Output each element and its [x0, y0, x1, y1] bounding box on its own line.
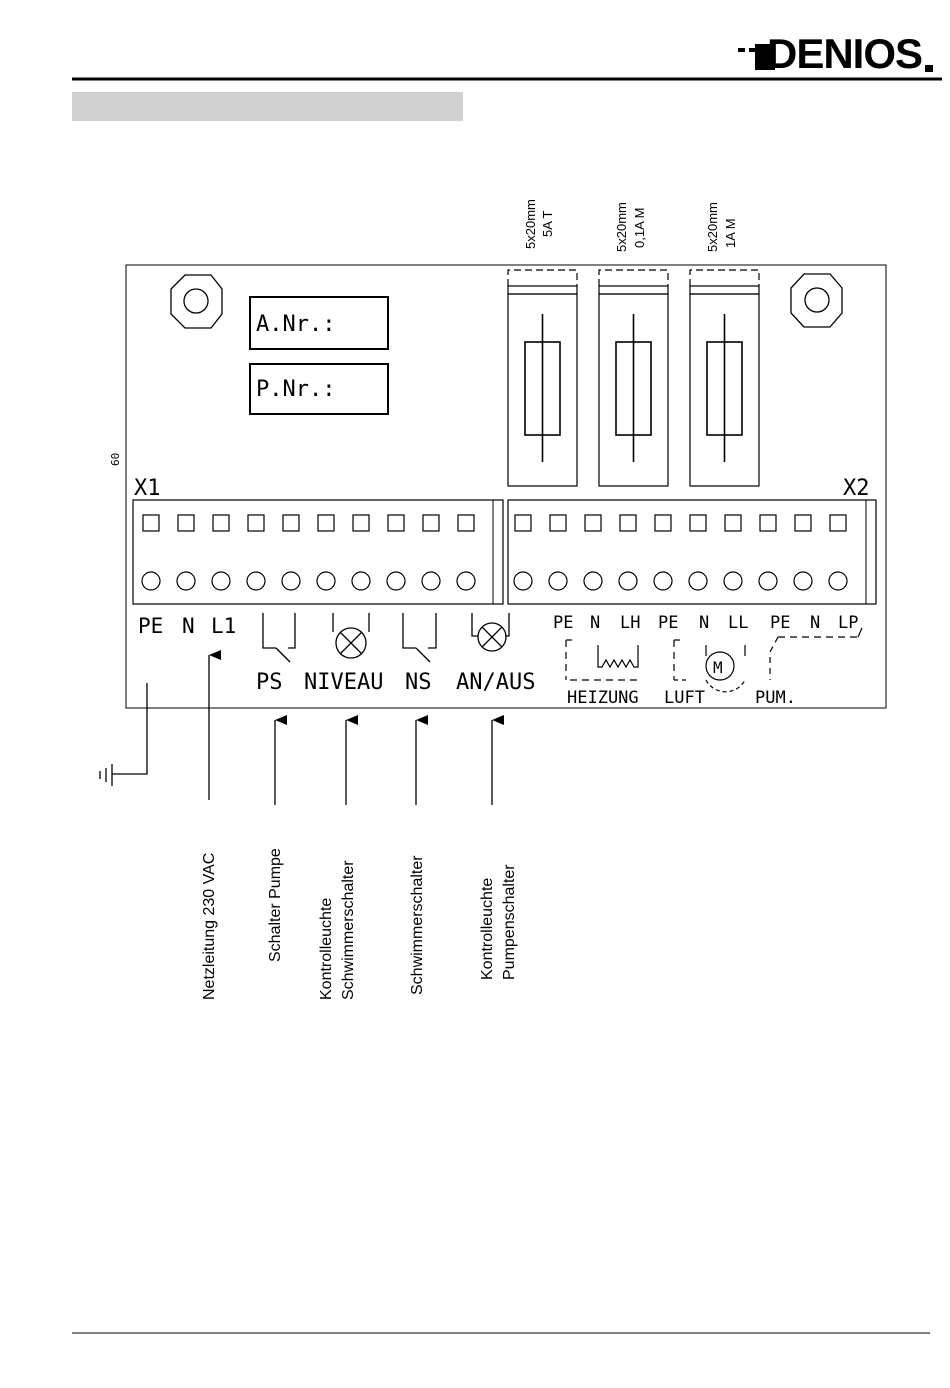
label-ns: NS	[405, 670, 432, 695]
fuse-holder-1	[508, 270, 577, 486]
label-heizung: HEIZUNG	[567, 688, 639, 708]
x2-terminal-screw-2	[550, 515, 566, 531]
lamp-an-aus-symbol	[472, 613, 509, 651]
label-x2-4: PE	[658, 613, 678, 633]
x2-terminal-wire-entry-1	[514, 572, 532, 590]
fuse-1-size: 5x20mm	[523, 199, 538, 249]
callout-kontrolleuchte-2: Kontrolleuchte	[479, 878, 496, 980]
x1-terminal-screw-5	[283, 515, 299, 531]
fuse-2-size: 5x20mm	[614, 202, 629, 252]
x1-terminal-screw-4	[248, 515, 264, 531]
x1-terminal-screw-10	[458, 515, 474, 531]
fuse-3-size: 5x20mm	[705, 202, 720, 252]
callout-schwimmerschalter-1: Schwimmerschalter	[340, 860, 357, 1000]
x2-terminal-screw-5	[655, 515, 671, 531]
label-an-aus: AN/AUS	[456, 670, 535, 695]
x2-terminal-wire-entry-3	[584, 572, 602, 590]
x2-terminal-screw-7	[725, 515, 741, 531]
label-x1-n: N	[182, 614, 195, 638]
mounting-hole-left	[171, 275, 222, 328]
x2-terminal-screw-1	[515, 515, 531, 531]
x1-terminal-wire-entry-7	[352, 572, 370, 590]
label-ps: PS	[256, 670, 283, 695]
switch-ns-symbol	[403, 613, 436, 662]
x1-terminal-screw-8	[388, 515, 404, 531]
x1-terminal-screw-6	[318, 515, 334, 531]
fan-group	[674, 640, 745, 692]
x2-terminal-screw-9	[795, 515, 811, 531]
label-x2-9: LP	[838, 613, 858, 633]
label-x1-pe: PE	[138, 614, 163, 638]
label-x2-6: LL	[728, 613, 748, 633]
fuse-2-rating: 0,1A M	[632, 208, 647, 248]
x1-terminal-screw-9	[423, 515, 439, 531]
fuse-holders	[508, 270, 759, 486]
x2-terminal-wire-entry-2	[549, 572, 567, 590]
label-x2-1: PE	[553, 613, 573, 633]
x2-terminal-screw-3	[585, 515, 601, 531]
label-x2-5: N	[699, 613, 709, 633]
heater-group	[566, 640, 642, 680]
x1-terminal-wire-entry-8	[387, 572, 405, 590]
callout-netzleitung: Netzleitung 230 VAC	[201, 853, 218, 1000]
x1-terminal-screw-1	[143, 515, 159, 531]
board-side-mark: 60	[109, 453, 122, 466]
mounting-hole-right	[791, 274, 842, 327]
terminal-x1-label: X1	[134, 476, 161, 501]
x1-terminal-wire-entry-2	[177, 572, 195, 590]
motor-symbol: M	[713, 658, 723, 677]
callout-schalter-pumpe: Schalter Pumpe	[267, 848, 284, 962]
fuse-labels: 5x20mm 5A T 5x20mm 0,1A M 5x20mm 1A M	[523, 199, 738, 252]
label-luft: LUFT	[664, 688, 705, 708]
switch-ps-symbol	[263, 613, 295, 662]
part-number-label: P.Nr.:	[256, 377, 335, 402]
label-x2-7: PE	[770, 613, 790, 633]
x1-terminal-wire-entry-3	[212, 572, 230, 590]
heater-resistor-icon	[598, 645, 638, 667]
label-niveau: NIVEAU	[304, 670, 383, 695]
x2-terminal-wire-entry-7	[724, 572, 742, 590]
x1-terminal-wire-entry-1	[142, 572, 160, 590]
callout-schwimmerschalter: Schwimmerschalter	[409, 855, 426, 995]
order-number-label: A.Nr.:	[256, 312, 335, 337]
fuse-3-rating: 1A M	[723, 218, 738, 248]
x2-terminal-wire-entry-4	[619, 572, 637, 590]
x2-terminal-wire-entry-9	[794, 572, 812, 590]
x2-terminal-screw-10	[830, 515, 846, 531]
x2-terminal-wire-entry-8	[759, 572, 777, 590]
x2-terminal-screw-4	[620, 515, 636, 531]
pump-group	[770, 628, 862, 680]
callout-kontrolleuchte-1: Kontrolleuchte	[318, 898, 335, 1000]
x2-terminal-screw-8	[760, 515, 776, 531]
x2-terminal-wire-entry-10	[829, 572, 847, 590]
fuse-holder-2	[599, 270, 668, 486]
denios-logo: DENIOS	[738, 30, 933, 77]
x1-terminal-screw-2	[178, 515, 194, 531]
fuse-holder-3	[690, 270, 759, 486]
circuit-board	[126, 265, 886, 708]
terminal-x2-label: X2	[843, 476, 870, 501]
lamp-niveau-symbol	[333, 613, 369, 658]
x2-terminal-screw-6	[690, 515, 706, 531]
label-x2-3: LH	[620, 613, 640, 633]
x1-terminal-screw-7	[353, 515, 369, 531]
x1-terminal-wire-entry-9	[422, 572, 440, 590]
x1-terminal-screw-3	[213, 515, 229, 531]
x1-terminal-wire-entry-10	[457, 572, 475, 590]
x1-terminal-wire-entry-4	[247, 572, 265, 590]
callout-pumpenschalter: Pumpenschalter	[501, 864, 518, 980]
label-pum: PUM.	[755, 688, 796, 708]
x1-terminal-wire-entry-5	[282, 572, 300, 590]
x2-terminal-wire-entry-5	[654, 572, 672, 590]
logo-text: DENIOS	[767, 30, 922, 77]
x1-terminal-wire-entry-6	[317, 572, 335, 590]
x2-terminal-wire-entry-6	[689, 572, 707, 590]
label-x2-8: N	[810, 613, 820, 633]
fuse-1-rating: 5A T	[540, 210, 555, 237]
label-x2-2: N	[590, 613, 600, 633]
label-x1-l1: L1	[211, 614, 236, 638]
ground-symbol	[100, 683, 147, 786]
section-title-bar	[72, 92, 463, 121]
